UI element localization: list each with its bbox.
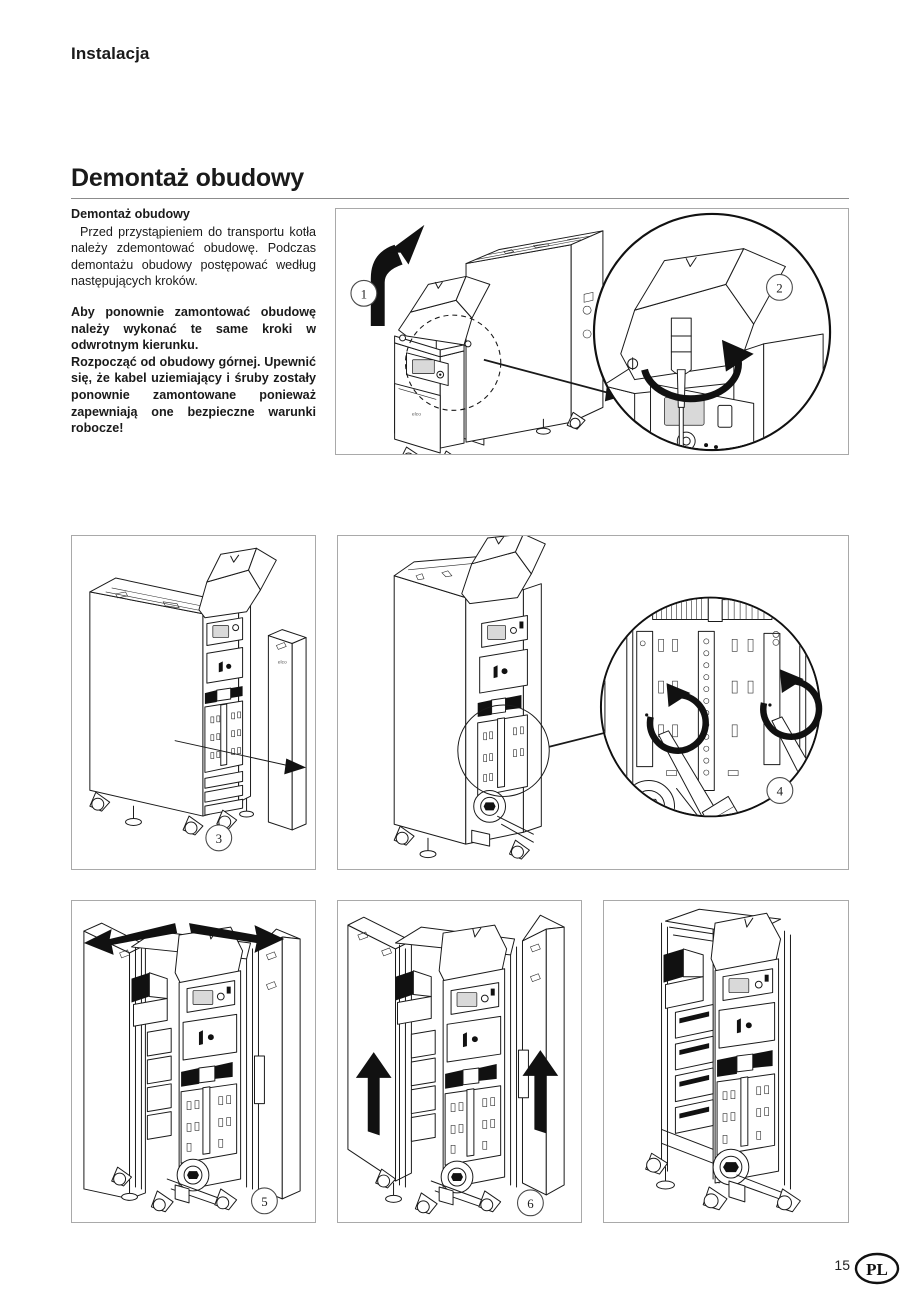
svg-text:1: 1 <box>361 287 367 301</box>
step-badge-1: 1 <box>350 279 378 307</box>
boiler-illustration-stripped <box>645 908 801 1213</box>
figure-step-5: 5 <box>71 900 316 1223</box>
step-badge-4: 4 <box>766 777 794 804</box>
step-badge-3: 3 <box>205 824 233 852</box>
detail-leader-line <box>483 358 612 395</box>
figure-step-7-complete <box>603 900 849 1223</box>
boiler-illustration-step-4 <box>393 536 546 860</box>
boiler-illustration-step-1: elco <box>394 230 604 454</box>
detail-view-step-2: elco 2 <box>592 212 832 452</box>
detail-leader-line-4 <box>549 731 606 748</box>
figure-step-1-2: elco 1 <box>335 208 849 455</box>
running-head: Instalacja <box>71 44 150 63</box>
swing-arrow-left <box>83 923 178 955</box>
svg-text:5: 5 <box>261 1195 267 1209</box>
page-number: 15 <box>834 1257 850 1273</box>
brand-mark-elco: elco <box>412 411 421 417</box>
lift-arrow-left <box>355 1052 392 1136</box>
body-paragraph-1: Przed przystąpieniem do transportu kotła… <box>71 224 316 289</box>
title-divider <box>71 198 849 199</box>
body-paragraph-2: Aby ponownie zamontować obudowę należy w… <box>71 304 316 353</box>
detail-view-step-4: 4 <box>599 596 823 818</box>
paragraph-spacer <box>71 290 316 304</box>
instruction-text-block: Demontaż obudowy Przed przystąpieniem do… <box>71 206 316 437</box>
figure-step-6: 6 <box>337 900 582 1223</box>
swing-arrow-right <box>189 923 285 953</box>
lift-arrow-up <box>370 244 403 327</box>
page-title: Demontaż obudowy <box>71 164 304 192</box>
detail-callout-circle <box>404 314 502 411</box>
body-paragraph-3: Rozpocząć od obudowy górnej. Upewnić się… <box>71 354 316 436</box>
detail-callout-circle-4 <box>457 704 550 797</box>
svg-text:6: 6 <box>527 1197 534 1211</box>
svg-text:3: 3 <box>216 832 222 846</box>
svg-text:PL: PL <box>866 1260 888 1279</box>
removal-arrow-line <box>174 740 293 767</box>
step-badge-5: 5 <box>250 1187 278 1215</box>
figure-step-4: 4 <box>337 535 849 870</box>
svg-text:2: 2 <box>776 281 782 295</box>
figure-step-3: elco 3 <box>71 535 316 870</box>
language-badge-pl: PL <box>854 1252 900 1285</box>
body-subheading: Demontaż obudowy <box>71 207 190 221</box>
removed-front-panel: elco <box>267 629 307 831</box>
step-badge-6: 6 <box>516 1189 544 1217</box>
lift-arrow-right <box>522 1050 559 1134</box>
boiler-illustration-step-3 <box>89 547 277 836</box>
svg-text:elco: elco <box>278 659 287 665</box>
boiler-illustration-step-5 <box>83 922 301 1213</box>
step-badge-2: 2 <box>766 273 793 301</box>
svg-text:4: 4 <box>777 783 784 798</box>
